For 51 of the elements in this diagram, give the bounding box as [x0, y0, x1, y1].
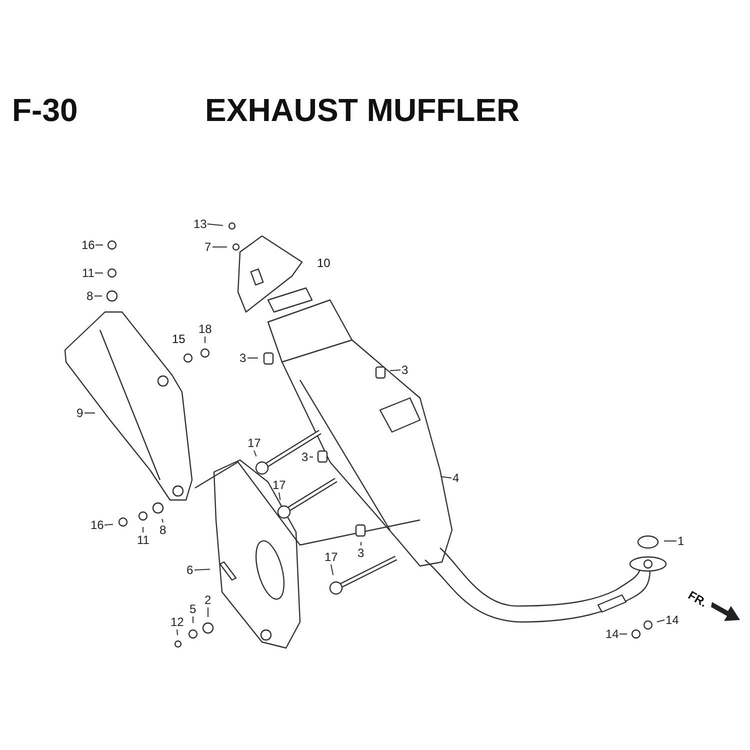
leader-line	[192, 616, 194, 624]
callout-number: 5	[190, 602, 196, 616]
leader-line	[330, 564, 334, 576]
leader-line	[254, 450, 257, 457]
callout-number: 13	[194, 218, 207, 230]
callout-number: 3	[302, 450, 308, 464]
callout-number: 8	[86, 290, 94, 302]
callout-number: 16	[90, 518, 104, 532]
leader-line	[162, 518, 164, 523]
callout-number: 17	[248, 436, 261, 450]
leader-line	[212, 246, 228, 248]
callout-number: 3	[240, 352, 246, 364]
leader-line	[278, 492, 281, 501]
callout-number: 2	[204, 594, 212, 606]
leader-line	[176, 629, 178, 636]
leader-line	[440, 476, 452, 478]
callout-number: 9	[76, 406, 84, 420]
callout-number: 12	[170, 616, 184, 628]
callout-number: 16	[82, 238, 95, 252]
callout-number: 17	[324, 550, 338, 564]
leader-line	[194, 568, 210, 570]
leader-line	[664, 540, 677, 542]
callout-number: 14	[606, 628, 619, 640]
callout-number: 7	[204, 240, 212, 254]
section-number: F-30	[12, 92, 78, 129]
callout-number: 17	[272, 478, 286, 492]
leader-line	[84, 412, 96, 414]
callout-number: 4	[452, 472, 460, 484]
callout-number: 3	[402, 364, 408, 376]
leader-line	[360, 542, 362, 546]
callout-number: 3	[358, 546, 364, 560]
leader-line	[390, 370, 401, 372]
callout-number: 1	[678, 534, 684, 548]
callout-number: 6	[186, 564, 194, 576]
title: EXHAUST MUFFLER	[205, 92, 520, 129]
leader-line	[207, 224, 224, 226]
leader-line	[95, 244, 104, 246]
leader-line	[656, 620, 665, 622]
direction-label: FR.	[686, 588, 710, 610]
leader-line	[104, 524, 114, 526]
leader-line	[94, 272, 104, 274]
callout-number: 15	[172, 332, 186, 346]
leader-line	[142, 526, 144, 533]
callout-number: 10	[317, 256, 330, 270]
callout-number: 11	[82, 266, 94, 280]
callout-number: 11	[137, 534, 150, 546]
callout-number: 18	[198, 322, 212, 336]
callout-number: 8	[160, 524, 166, 536]
leader-line	[309, 456, 314, 458]
leader-line	[204, 336, 206, 344]
callout-number: 14	[666, 614, 679, 626]
